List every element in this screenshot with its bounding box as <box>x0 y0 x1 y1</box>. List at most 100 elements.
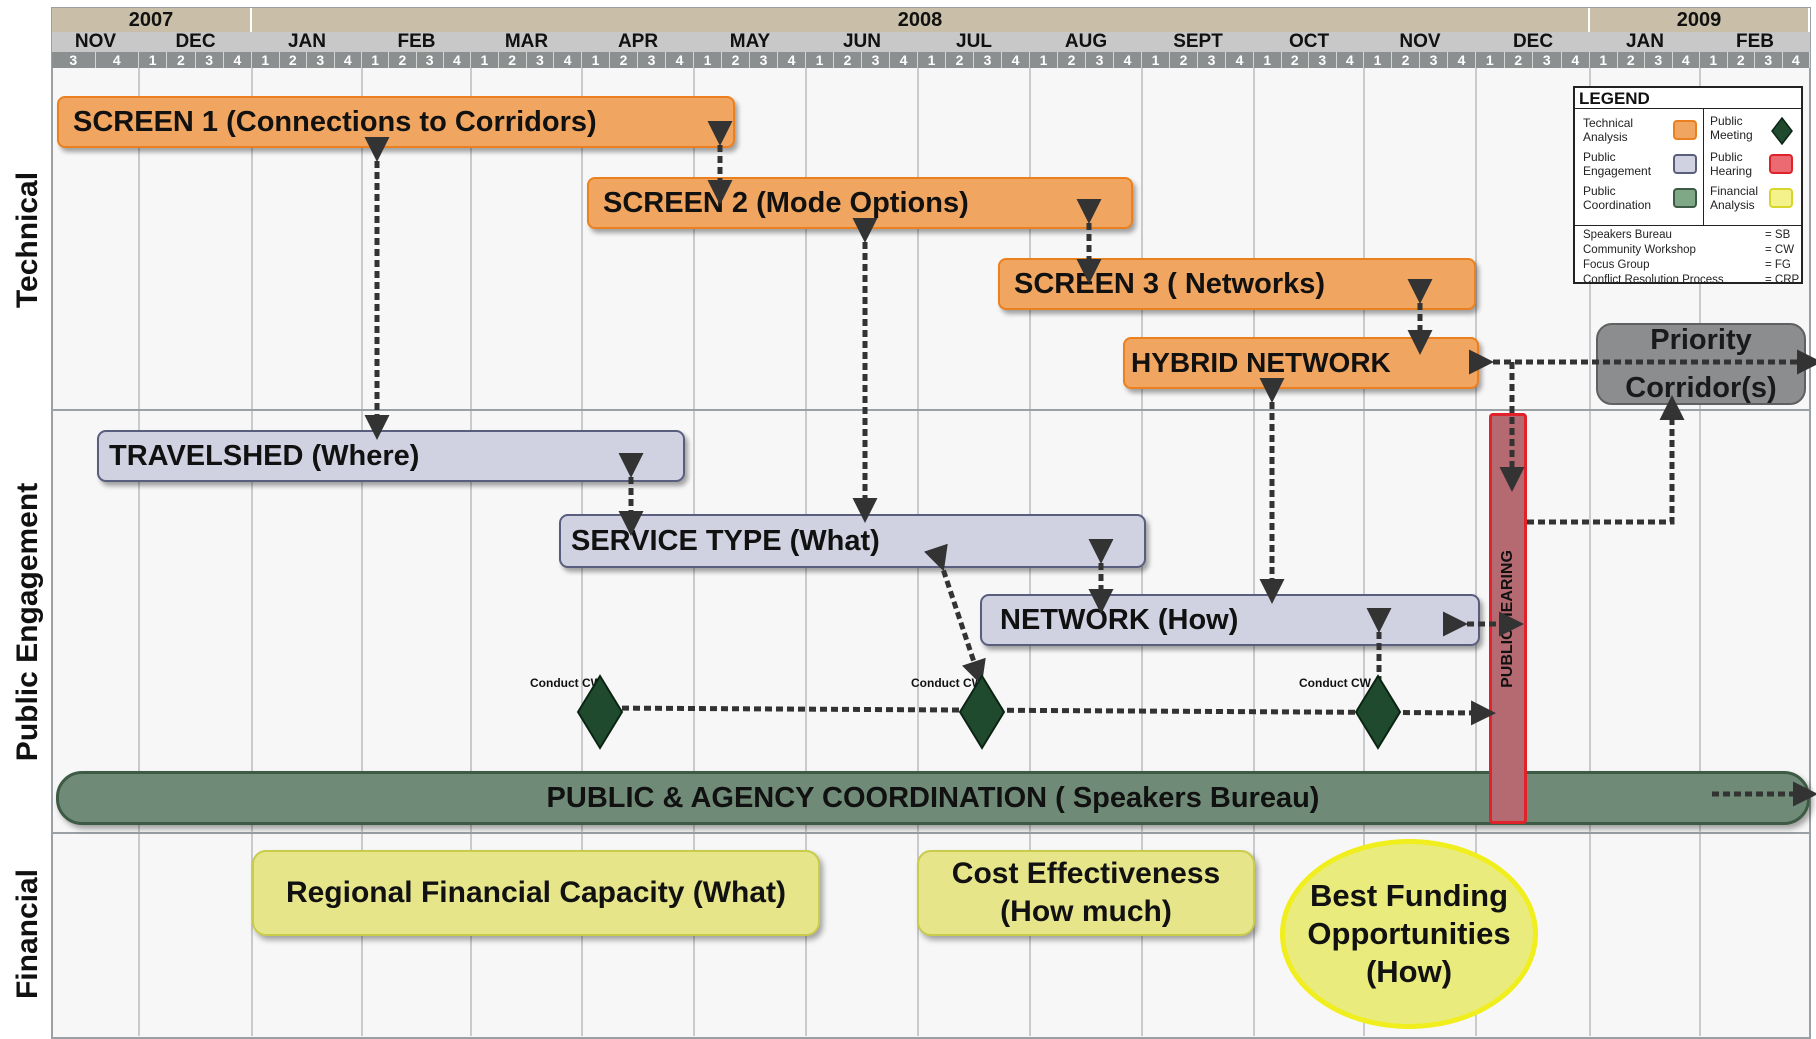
week-header: 4 <box>778 52 806 68</box>
legend-title: LEGEND <box>1579 89 1650 108</box>
week-header: 1 <box>1476 52 1505 68</box>
month-header-15: JAN <box>1590 31 1700 52</box>
week-header: 2 <box>1058 52 1086 68</box>
public-meeting-diamond-icon <box>1354 674 1402 750</box>
month-header-9: JUL <box>918 31 1030 52</box>
month-header-16: FEB <box>1700 31 1810 52</box>
legend-financial-analysis: Financial Analysis <box>1710 184 1759 212</box>
month-header-11: SEPT <box>1142 31 1254 52</box>
legend-public-coordination: Public Coordination <box>1583 184 1652 212</box>
week-header: 3 <box>1420 52 1448 68</box>
public-meeting-diamond-icon <box>958 674 1006 750</box>
week-header: 2 <box>389 52 417 68</box>
month-header-10: AUG <box>1030 31 1142 52</box>
legend-crp-abbr: = CRP <box>1765 274 1800 286</box>
week-header: 4 <box>1782 52 1810 68</box>
month-header-5: MAR <box>471 31 582 52</box>
year-header-1: 2007 <box>52 8 252 32</box>
legend-public-meeting-diamond-icon <box>1771 117 1793 145</box>
week-header: 1 <box>1700 52 1728 68</box>
legend-financial-swatch <box>1769 188 1793 208</box>
week-header: 3 <box>1198 52 1226 68</box>
week-header: 4 <box>1448 52 1476 68</box>
conduct-cw-label-1: Conduct CW <box>530 676 602 690</box>
month-header-7: MAY <box>694 31 806 52</box>
week-header: 3 <box>750 52 778 68</box>
week-header: 3 <box>1309 52 1337 68</box>
month-header-6: APR <box>582 31 694 52</box>
legend-focus-group: Focus Group <box>1583 259 1650 271</box>
legend-technical-analysis: Technical Analysis <box>1583 116 1634 144</box>
legend-public-hearing-swatch <box>1769 154 1793 174</box>
week-header: 3 <box>1645 52 1673 68</box>
year-header-2: 2008 <box>252 8 1590 32</box>
week-header: 2 <box>834 52 862 68</box>
week-header: 2 <box>946 52 974 68</box>
week-header: 4 <box>1002 52 1030 68</box>
cost-effectiveness-task: Cost Effectiveness (How much) <box>917 850 1255 936</box>
week-header: 2 <box>610 52 638 68</box>
week-header: 1 <box>252 52 280 68</box>
travelshed-task: TRAVELSHED (Where) <box>97 430 685 482</box>
week-header: 2 <box>1727 52 1755 68</box>
legend-conflict-resolution: Conflict Resolution Process <box>1583 274 1724 286</box>
week-header: 4 <box>95 52 139 68</box>
week-header: 3 <box>1755 52 1783 68</box>
week-header: 4 <box>1336 52 1364 68</box>
best-funding-opportunities-task: Best Funding Opportunities (How) <box>1280 839 1538 1029</box>
legend-public-meeting: Public Meeting <box>1710 114 1753 142</box>
week-header: 4 <box>1114 52 1142 68</box>
week-header: 4 <box>554 52 582 68</box>
week-header: 3 <box>862 52 890 68</box>
week-header: 4 <box>890 52 918 68</box>
week-header: 3 <box>974 52 1002 68</box>
month-header-2: DEC <box>139 31 252 52</box>
connector-servicetype-cw2 <box>924 543 986 686</box>
week-header: 3 <box>416 52 444 68</box>
week-header: 2 <box>1617 52 1645 68</box>
week-header: 2 <box>279 52 307 68</box>
week-header: 1 <box>139 52 168 68</box>
legend-public-engagement-swatch <box>1673 154 1697 174</box>
week-header: 4 <box>666 52 694 68</box>
legend-technical-swatch <box>1673 120 1697 140</box>
month-header-14: DEC <box>1476 31 1590 52</box>
week-header: 4 <box>1226 52 1254 68</box>
public-meeting-diamond-icon <box>576 674 624 750</box>
month-header-12: OCT <box>1254 31 1364 52</box>
conduct-cw-label-3: Conduct CW <box>1299 676 1371 690</box>
regional-financial-capacity-task: Regional Financial Capacity (What) <box>252 850 820 936</box>
week-header: 2 <box>1281 52 1309 68</box>
week-header: 3 <box>307 52 335 68</box>
week-header: 1 <box>362 52 390 68</box>
week-header: 1 <box>806 52 834 68</box>
week-header: 4 <box>1672 52 1700 68</box>
week-header: 1 <box>1254 52 1282 68</box>
legend-cw-abbr: = CW <box>1765 244 1795 256</box>
week-header: 4 <box>1561 52 1590 68</box>
month-header-13: NOV <box>1364 31 1476 52</box>
month-header-4: FEB <box>362 31 471 52</box>
week-header: 1 <box>582 52 610 68</box>
week-header: 1 <box>1590 52 1618 68</box>
legend: LEGEND Technical Analysis Public Meeting… <box>1573 86 1803 286</box>
network-task: NETWORK (How) <box>980 594 1480 646</box>
week-header: 3 <box>638 52 666 68</box>
month-header-3: JAN <box>252 31 362 52</box>
month-header-1: NOV <box>52 31 139 52</box>
week-header: 3 <box>195 52 224 68</box>
year-header-3: 2009 <box>1590 8 1810 32</box>
week-header: 1 <box>1030 52 1058 68</box>
week-header: 4 <box>223 52 252 68</box>
connector-hearing-priority <box>1527 394 1685 525</box>
month-header-8: JUN <box>806 31 918 52</box>
week-header: 2 <box>167 52 196 68</box>
screen-1-task: SCREEN 1 (Connections to Corridors) <box>57 96 735 148</box>
week-header: 2 <box>1504 52 1533 68</box>
week-header: 4 <box>334 52 362 68</box>
week-header: 3 <box>52 52 96 68</box>
week-header: 1 <box>694 52 722 68</box>
week-header: 1 <box>1142 52 1170 68</box>
